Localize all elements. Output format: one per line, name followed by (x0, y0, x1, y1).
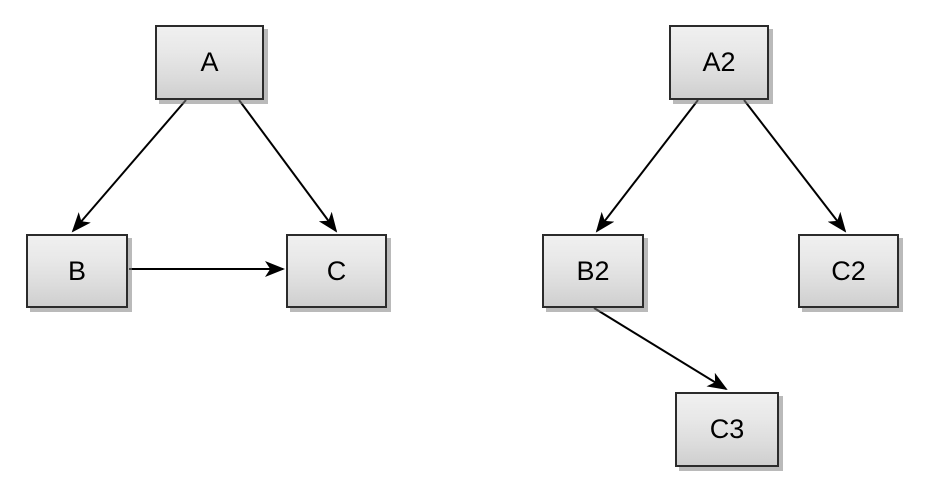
edge-b2-to-c3 (593, 307, 728, 391)
edge-a-to-b (71, 99, 187, 233)
node-label-a: A (200, 47, 219, 77)
node-a2[interactable]: A2 (669, 25, 769, 100)
node-b2[interactable]: B2 (542, 234, 644, 308)
node-label-c2: C2 (831, 255, 866, 286)
edge-a2-to-c2 (743, 99, 847, 233)
node-label-b: B (67, 255, 86, 286)
node-a[interactable]: A (155, 25, 264, 100)
node-label-c: C (326, 255, 347, 286)
edge-a-to-c (238, 99, 338, 233)
node-b[interactable]: B (26, 234, 128, 308)
node-c2[interactable]: C2 (798, 234, 899, 308)
node-c[interactable]: C (286, 234, 387, 308)
node-label-c3: C3 (709, 414, 745, 444)
node-label-b2: B2 (576, 255, 610, 286)
edge-a2-to-b2 (595, 99, 699, 233)
node-label-a2: A2 (702, 47, 736, 77)
node-c3[interactable]: C3 (675, 392, 779, 467)
